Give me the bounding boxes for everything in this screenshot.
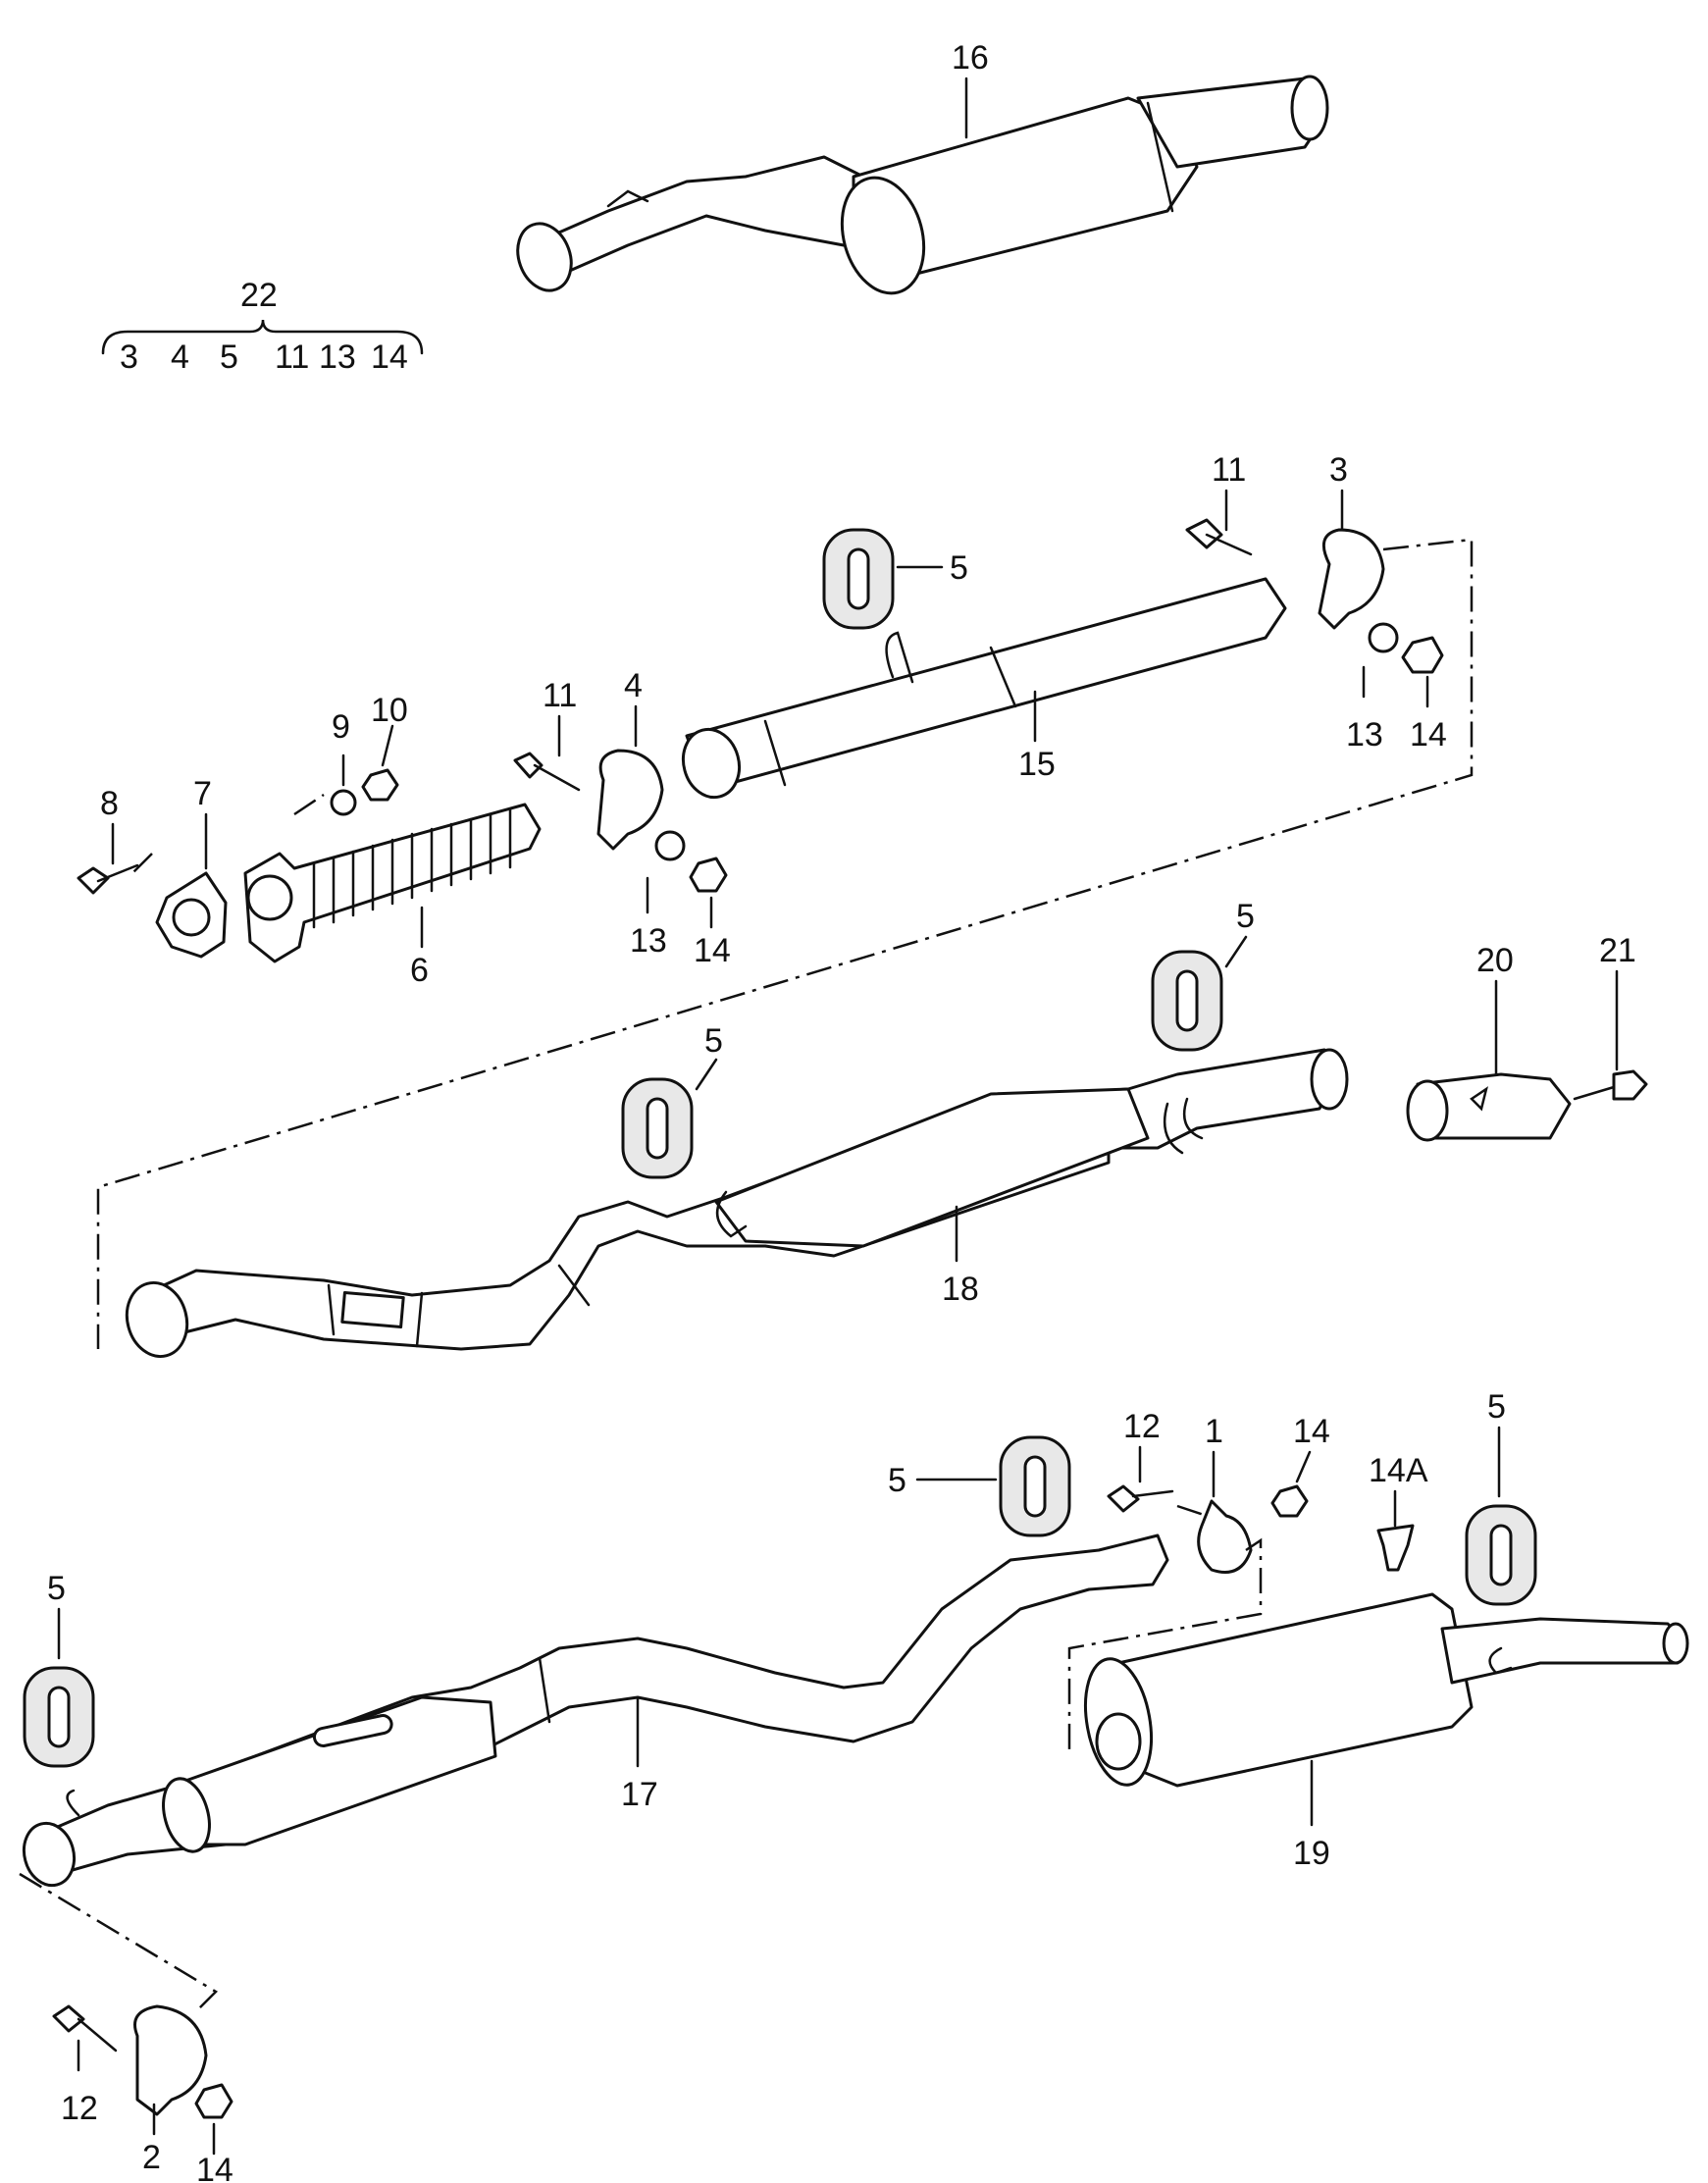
callout-21: 21: [1599, 932, 1636, 969]
callout-8: 8: [100, 785, 119, 822]
callout-5d: 5: [888, 1462, 906, 1499]
callout-13a: 13: [1346, 716, 1383, 754]
callout-1: 1: [1205, 1413, 1223, 1450]
callout-16: 16: [952, 39, 989, 77]
clip-14A: [1376, 1524, 1415, 1572]
callout-6: 6: [410, 952, 429, 989]
bolt-12a: [1107, 1484, 1174, 1513]
callout-5c: 5: [704, 1022, 723, 1060]
callout-5e: 5: [1487, 1388, 1506, 1426]
bolt-11a: [1185, 518, 1253, 556]
callout-3: 3: [1329, 451, 1348, 489]
rear-muffler-part-19: [1084, 1592, 1689, 1788]
tailpipe-20: [1406, 1072, 1572, 1142]
callout-18: 18: [942, 1271, 979, 1308]
bolt-11b: [513, 752, 581, 792]
callout-22: 22: [240, 277, 278, 314]
rubber-hanger-5b: [1151, 950, 1223, 1052]
callout-5a: 5: [950, 549, 968, 587]
callout-20: 20: [1476, 942, 1514, 979]
callout-11a: 11: [1212, 451, 1246, 489]
washer-13a: [1368, 622, 1399, 653]
flex-pipe-6: [243, 803, 542, 963]
nut-14d: [194, 2083, 233, 2119]
callout-14b: 14: [694, 932, 731, 969]
rubber-hanger-5c: [621, 1077, 694, 1179]
clamp-2: [133, 2004, 208, 2116]
kit-item-3: 3: [120, 338, 138, 376]
callout-14a: 14: [1410, 716, 1447, 754]
bolt-8: [77, 863, 139, 895]
callout-19: 19: [1293, 1835, 1330, 1872]
kit-item-5: 5: [220, 338, 238, 376]
bolt-21: [1573, 1069, 1648, 1101]
rubber-hanger-5a: [822, 528, 895, 630]
callout-7: 7: [193, 775, 212, 812]
nut-10: [361, 768, 399, 802]
rubber-hanger-5f: [23, 1666, 95, 1768]
washer-13b: [654, 830, 686, 861]
center-pipe-part-17: [22, 1533, 1169, 1888]
callout-9: 9: [332, 708, 350, 746]
kit-item-13: 13: [319, 338, 356, 376]
callout-11b: 11: [543, 677, 577, 714]
callout-13b: 13: [630, 922, 667, 960]
nut-14b: [689, 857, 728, 893]
rubber-hanger-5d: [999, 1435, 1071, 1537]
callout-2: 2: [142, 2139, 161, 2176]
clamp-1: [1197, 1499, 1253, 1574]
clamp-4: [596, 749, 664, 851]
callout-14c: 14: [1293, 1413, 1330, 1450]
callout-14A: 14A: [1369, 1452, 1428, 1489]
callout-5b: 5: [1236, 898, 1255, 935]
nut-14a: [1401, 636, 1444, 674]
callout-17: 17: [621, 1776, 658, 1813]
rubber-hanger-5e: [1465, 1504, 1537, 1606]
gasket-7: [155, 871, 228, 959]
washer-9: [330, 789, 357, 816]
kit-item-14: 14: [371, 338, 408, 376]
intermediate-pipe-part-15: [681, 577, 1287, 800]
nut-14c: [1270, 1484, 1309, 1518]
callout-4: 4: [624, 667, 643, 704]
kit-item-11: 11: [275, 338, 309, 376]
callout-12a: 12: [1123, 1408, 1161, 1445]
callout-5f: 5: [47, 1570, 66, 1607]
rear-muffler-part-16: [516, 75, 1329, 295]
bolt-12b: [52, 2004, 118, 2053]
callout-15: 15: [1018, 746, 1056, 783]
clamp-3: [1318, 528, 1385, 630]
front-pipe-muffler-part-18: [125, 1048, 1349, 1359]
kit-item-4: 4: [171, 338, 189, 376]
kit-22-group: 22 3 4 5 11 13 14: [101, 277, 424, 376]
callout-14d: 14: [196, 2152, 233, 2183]
callout-12b: 12: [61, 2090, 98, 2127]
callout-10: 10: [371, 692, 408, 729]
